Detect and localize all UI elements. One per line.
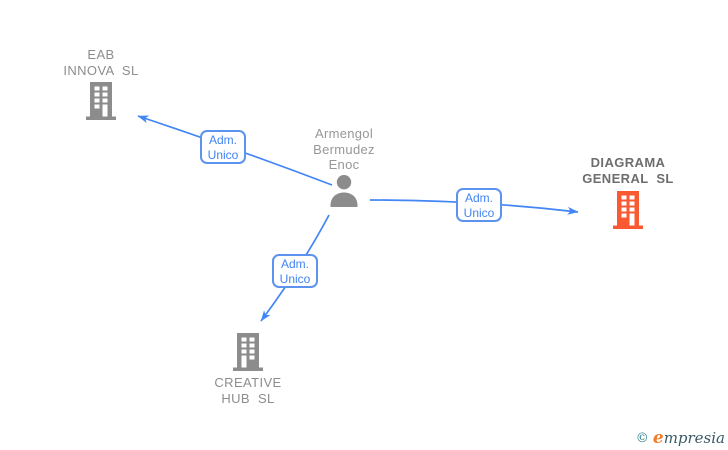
building-icon [233, 333, 263, 371]
person-node[interactable]: Armengol Bermudez Enoc [274, 126, 414, 207]
building-icon [86, 82, 116, 120]
adm-unico-badge-diagrama: Adm. Unico [456, 188, 502, 222]
brand-initial: e [652, 428, 664, 448]
brand-name: mpresia [663, 429, 725, 447]
company-node-creative[interactable]: CREATIVE HUB SL [178, 333, 318, 406]
company-name-creative: CREATIVE HUB SL [214, 375, 282, 406]
adm-unico-badge-creative: Adm. Unico [272, 254, 318, 288]
empresia-brand-link[interactable]: © empresia [636, 428, 725, 448]
copyright-symbol: © [635, 431, 653, 446]
adm-unico-badge-eab: Adm. Unico [200, 130, 246, 164]
building-icon [613, 191, 643, 229]
company-name-eab: EAB INNOVA SL [63, 47, 139, 78]
company-node-eab[interactable]: EAB INNOVA SL [31, 47, 171, 120]
person-name: Armengol Bermudez Enoc [313, 126, 375, 172]
company-name-diagrama: DIAGRAMA GENERAL SL [582, 155, 674, 186]
company-node-diagrama[interactable]: DIAGRAMA GENERAL SL [558, 155, 698, 229]
person-icon [330, 174, 358, 207]
